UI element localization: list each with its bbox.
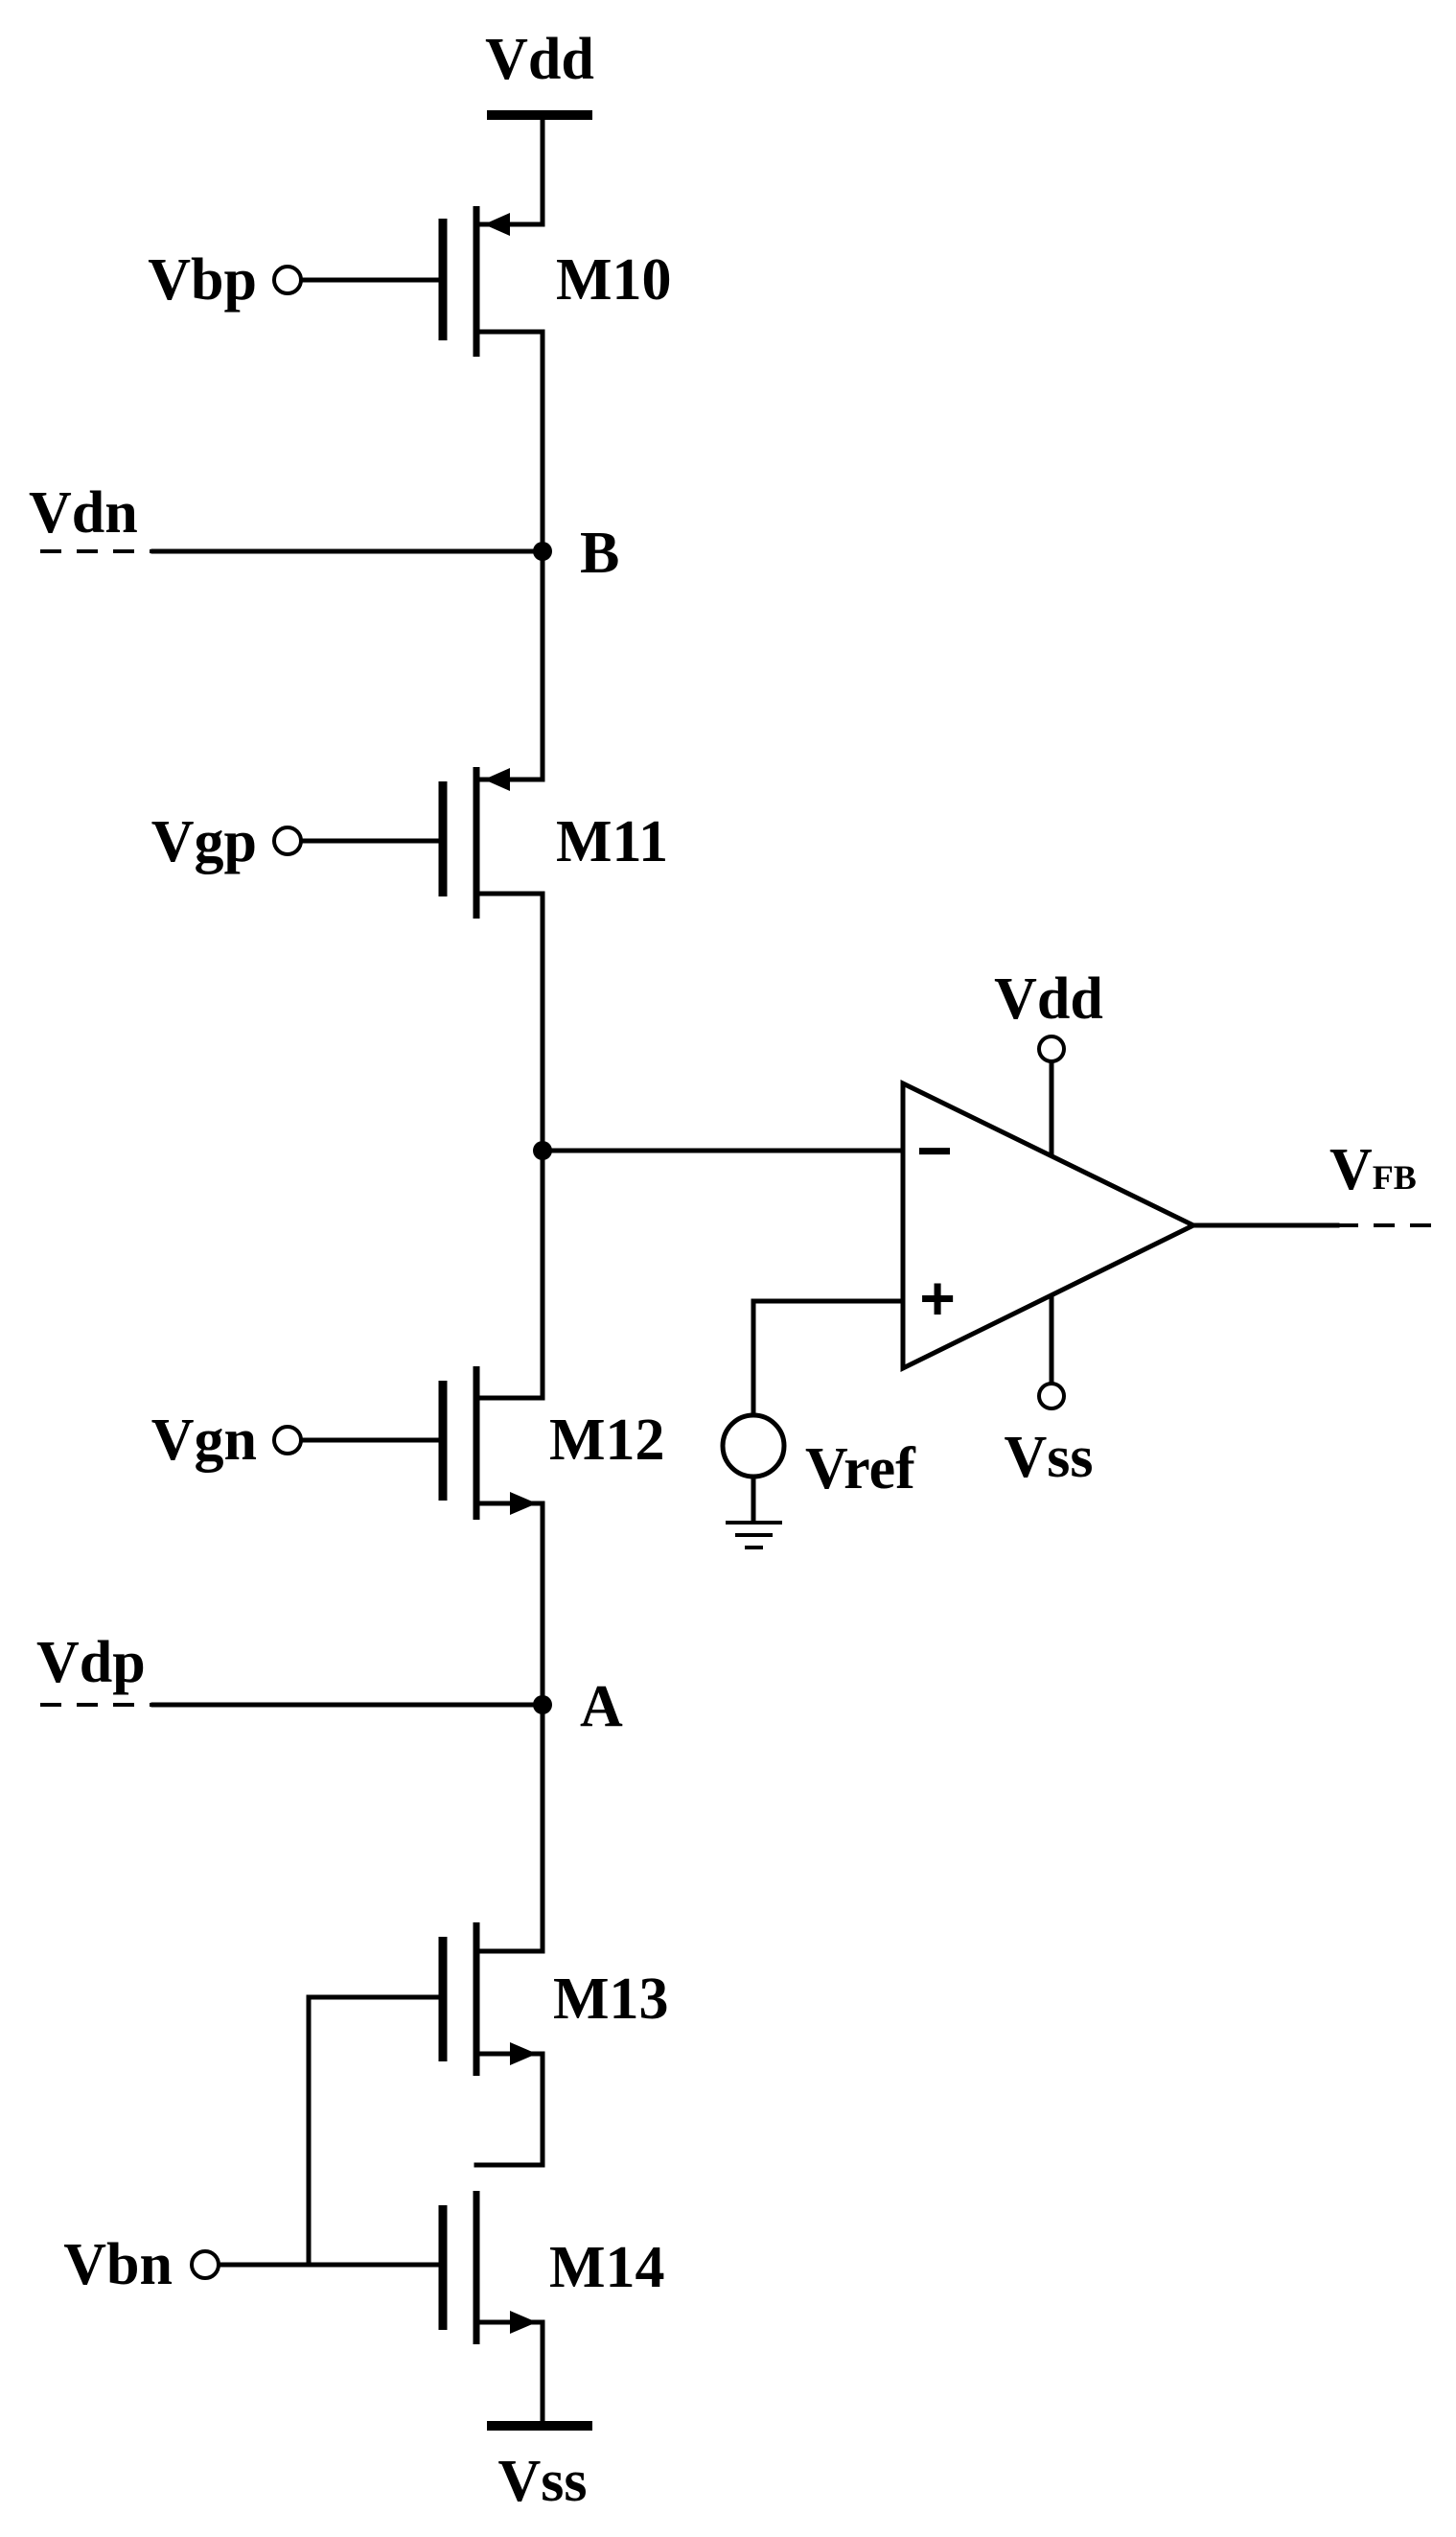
m12-label: M12 [549, 1408, 665, 1473]
vbn-label: Vbn [63, 2232, 173, 2297]
opamp-vss-terminal[interactable] [1037, 1382, 1066, 1410]
vgn-label: Vgn [151, 1408, 257, 1473]
vref-source [720, 1298, 906, 1549]
vdn-label: Vdn [29, 480, 138, 546]
noninverting-input-sign: + [919, 1264, 955, 1333]
vdd-rail-top [487, 110, 592, 227]
node-b-dot [533, 542, 552, 561]
node-a-label: A [580, 1674, 623, 1739]
transistor-m10 [300, 206, 545, 357]
transistor-m14 [216, 2162, 545, 2344]
vfb-label: VFB [1329, 1137, 1417, 1202]
opamp [900, 1052, 1340, 1387]
m13-label: M13 [553, 1967, 669, 2032]
vdp-label: Vdp [36, 1630, 146, 1695]
opamp-vdd-label: Vdd [994, 966, 1103, 1032]
opamp-vss-label: Vss [1004, 1425, 1093, 1490]
m11-label: M11 [556, 809, 668, 874]
vbp-terminal[interactable] [272, 265, 303, 295]
vgp-terminal[interactable] [272, 826, 303, 856]
transistor-m12 [300, 1366, 545, 1520]
vref-label: Vref [805, 1436, 916, 1501]
m10-label: M10 [556, 247, 672, 313]
inverting-input-sign: − [916, 1116, 952, 1185]
opamp-vdd-terminal[interactable] [1037, 1035, 1066, 1063]
node-a-dot [533, 1695, 552, 1714]
node-b-label: B [580, 521, 619, 586]
m14-label: M14 [549, 2235, 665, 2300]
vss-bottom-label: Vss [497, 2449, 587, 2514]
vbp-label: Vbp [148, 247, 257, 313]
vbn-terminal[interactable] [190, 2249, 220, 2280]
vgn-terminal[interactable] [272, 1425, 303, 1455]
vdd-top-label: Vdd [485, 27, 594, 92]
vss-rail-bottom [487, 2319, 592, 2431]
transistor-m11 [300, 767, 545, 919]
vgp-label: Vgp [151, 809, 257, 874]
transistor-m13 [306, 1922, 545, 2076]
